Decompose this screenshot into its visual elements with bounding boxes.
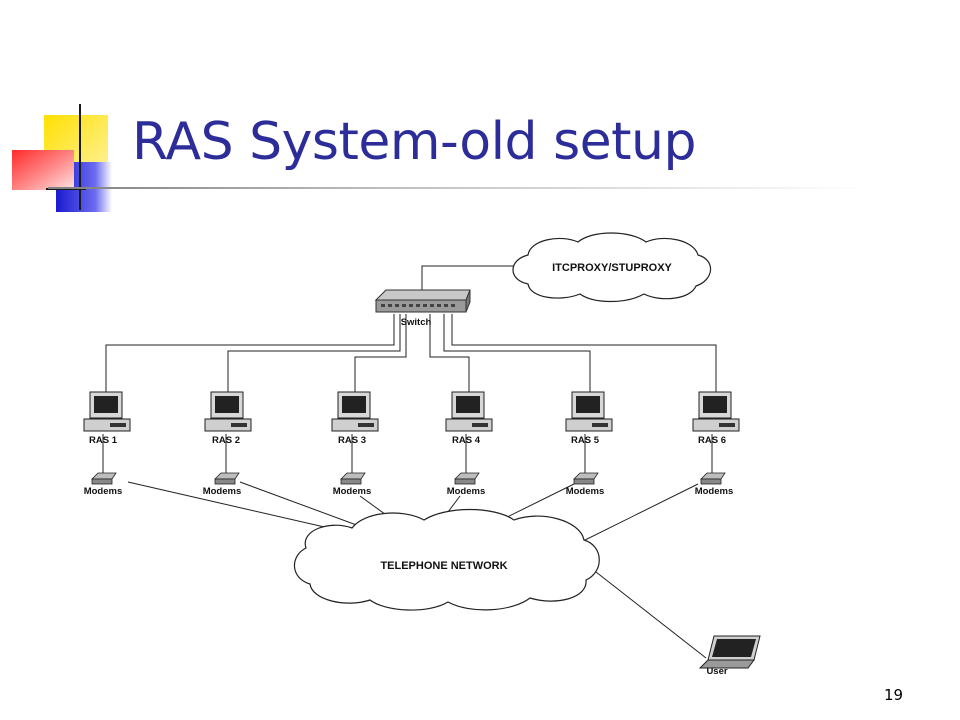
ras-computer-icon xyxy=(565,391,613,432)
switch-ras5-link xyxy=(443,314,591,392)
ras-computer-icon xyxy=(692,391,740,432)
modem-icon xyxy=(91,472,117,485)
ras-computer-icon xyxy=(331,391,379,432)
ras-computer-icon xyxy=(204,391,252,432)
modem-icon xyxy=(214,472,240,485)
modem-icon xyxy=(340,472,366,485)
switch-ras4-link xyxy=(429,314,470,392)
switch-ras1-link xyxy=(105,314,395,392)
ras-computer-icon xyxy=(83,391,131,432)
modem-label: Modems xyxy=(84,486,123,497)
ras-label: RAS 3 xyxy=(338,435,366,446)
vertical-accent-line xyxy=(79,104,81,210)
modem-label: Modems xyxy=(447,486,486,497)
ras-label: RAS 2 xyxy=(212,435,240,446)
switch-ras6-link xyxy=(451,314,717,392)
modem-label: Modems xyxy=(203,486,242,497)
telephone-network-cloud-icon xyxy=(293,508,600,611)
laptop-icon xyxy=(698,635,761,669)
switch-proxy-link xyxy=(421,265,520,292)
ras-label: RAS 4 xyxy=(452,435,481,446)
ras-label: RAS 1 xyxy=(89,435,118,446)
modem-icon xyxy=(573,472,599,485)
user-label: User xyxy=(706,666,727,677)
switch-icon xyxy=(374,289,471,313)
modem-label: Modems xyxy=(695,486,734,497)
switch-ras3-link xyxy=(354,314,407,392)
modem-icon xyxy=(454,472,480,485)
ras-label: RAS 6 xyxy=(698,435,726,446)
proxy-label: ITCPROXY/STUPROXY xyxy=(552,262,672,274)
ras-computer-icon xyxy=(445,391,493,432)
page-number: 19 xyxy=(884,686,904,704)
red-square-decoration xyxy=(12,150,74,190)
slide-title: RAS System-old setup xyxy=(132,112,697,172)
modem-icon xyxy=(700,472,726,485)
ras-label: RAS 5 xyxy=(571,435,600,446)
horizontal-accent-line xyxy=(46,188,86,190)
telephone-network-label: TELEPHONE NETWORK xyxy=(380,560,507,572)
title-underline xyxy=(48,187,868,189)
proxy-cloud-icon xyxy=(512,232,712,303)
switch-ras2-link xyxy=(227,314,401,392)
switch-label: Switch xyxy=(401,317,432,328)
modem-label: Modems xyxy=(333,486,372,497)
modem-label: Modems xyxy=(566,486,605,497)
